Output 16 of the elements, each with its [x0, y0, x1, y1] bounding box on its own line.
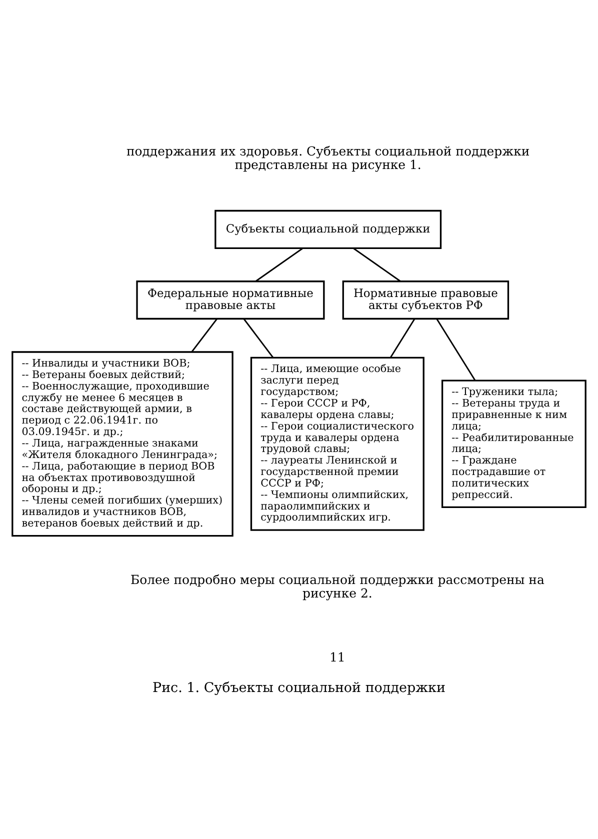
label: Более подробно меры социальной поддержки рассмотрены на рисунке 2.: [130, 572, 544, 600]
connector: [191, 318, 218, 352]
node-box: Федеральные нормативные правовые акты: [136, 280, 325, 320]
label: 11: [329, 649, 346, 664]
node-box: -- Инвалиды и участники ВОВ; -- Ветераны боевых действий; -- Военнослужащие, проходившие службу не менее 6 месяцев в составе действующей армии, в период с 22.06.1941г. по 03.09.1945г. и др.; -- Лица, награжденные знаками «Жителя блокадного Ленинграда»; -- Лица, работающие в период ВОВ на объектах противовоздушной обороны и др.; -- Члены семей погибших (умерших) инвалидов и участников ВОВ, ветеранов боевых действий и др.: [12, 350, 234, 536]
connector: [390, 318, 416, 358]
connector: [353, 247, 401, 282]
node-box: Субъекты социальной поддержки: [214, 209, 442, 248]
caption: Рис. 1. Субъекты социальной поддержки: [152, 679, 446, 696]
node-box: -- Лица, имеющие особые заслуги перед государством; -- Герои СССР и РФ, кавалеры ордена славы; -- Герои социалистического труда и кавалеры ордена трудовой славы; -- лауреаты Ленинской и государственной премии СССР и РФ; -- Чемпионы олимпийских, параолимпийских и сурдоолимпийских игр.: [250, 356, 424, 530]
node-box: Нормативные правовые акты субъектов РФ: [342, 280, 510, 320]
connector: [436, 318, 476, 380]
label: поддержания их здоровья. Субъекты социальной поддержки представлены на рисунке 1.: [126, 142, 530, 172]
connector: [243, 318, 274, 358]
node-box: -- Труженики тыла; -- Ветераны труда и приравненные к ним лица; -- Реабилитированные лица; -- Граждане пострадавшие от политических репрессий.: [441, 379, 586, 508]
connector: [256, 247, 303, 282]
